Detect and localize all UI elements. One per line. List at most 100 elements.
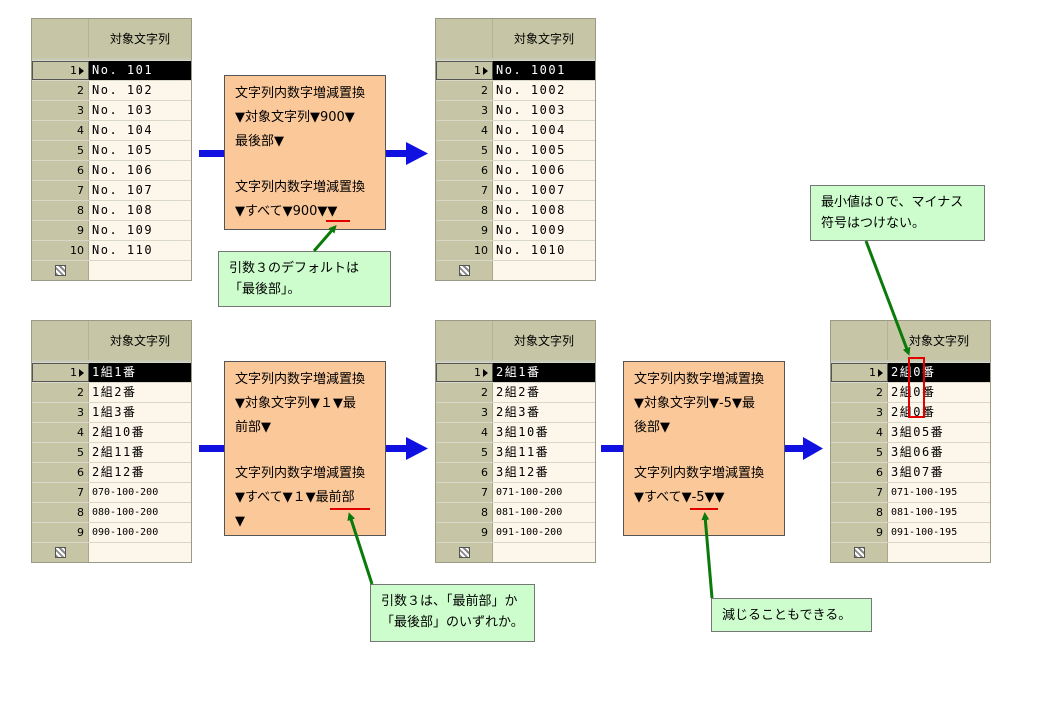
- new-record-cell[interactable]: [888, 543, 990, 562]
- cell-target-string[interactable]: No. 1010: [493, 241, 595, 260]
- new-record-row[interactable]: [831, 542, 990, 562]
- cell-target-string[interactable]: No. 107: [89, 181, 191, 200]
- cell-target-string[interactable]: 1組2番: [89, 383, 191, 402]
- cell-target-string[interactable]: 1組1番: [89, 363, 191, 382]
- cell-target-string[interactable]: No. 1007: [493, 181, 595, 200]
- cell-target-string[interactable]: No. 1008: [493, 201, 595, 220]
- cell-target-string[interactable]: 090-100-200: [89, 523, 191, 542]
- cell-target-string[interactable]: 2組0番: [888, 363, 990, 382]
- cell-target-string[interactable]: 071-100-195: [888, 483, 990, 502]
- cell-target-string[interactable]: 2組3番: [493, 403, 595, 422]
- cell-target-string[interactable]: 3組12番: [493, 463, 595, 482]
- new-record-cell[interactable]: [493, 261, 595, 280]
- cell-target-string[interactable]: 3組11番: [493, 443, 595, 462]
- cell-target-string[interactable]: No. 103: [89, 101, 191, 120]
- new-record-cell[interactable]: [89, 543, 191, 562]
- cell-target-string[interactable]: 080-100-200: [89, 503, 191, 522]
- cell-target-string[interactable]: 2組12番: [89, 463, 191, 482]
- cell-target-string[interactable]: 071-100-200: [493, 483, 595, 502]
- cell-target-string[interactable]: No. 1001: [493, 61, 595, 80]
- cell-target-string[interactable]: 2組1番: [493, 363, 595, 382]
- cell-target-string[interactable]: No. 106: [89, 161, 191, 180]
- cell-target-string[interactable]: No. 105: [89, 141, 191, 160]
- column-header[interactable]: 対象文字列: [89, 19, 191, 58]
- cell-target-string[interactable]: No. 1004: [493, 121, 595, 140]
- column-header[interactable]: 対象文字列: [89, 321, 191, 360]
- cell-target-string[interactable]: No. 102: [89, 81, 191, 100]
- cell-target-string[interactable]: 3組10番: [493, 423, 595, 442]
- cell-target-string[interactable]: 3組05番: [888, 423, 990, 442]
- cell-target-string[interactable]: 3組06番: [888, 443, 990, 462]
- cell-target-string[interactable]: No. 101: [89, 61, 191, 80]
- cell-target-string[interactable]: 2組0番: [888, 403, 990, 422]
- cell-target-string[interactable]: 091-100-200: [493, 523, 595, 542]
- cell-target-string[interactable]: 081-100-195: [888, 503, 990, 522]
- cell-target-string[interactable]: No. 108: [89, 201, 191, 220]
- new-record-row[interactable]: [436, 542, 595, 562]
- new-record-cell[interactable]: [493, 543, 595, 562]
- cell-target-string[interactable]: 1組3番: [89, 403, 191, 422]
- new-record-row[interactable]: [32, 542, 191, 562]
- column-header[interactable]: 対象文字列: [493, 321, 595, 360]
- cell-target-string[interactable]: 2組11番: [89, 443, 191, 462]
- new-record-row[interactable]: [32, 260, 191, 280]
- column-header[interactable]: 対象文字列: [888, 321, 990, 360]
- cell-target-string[interactable]: No. 109: [89, 221, 191, 240]
- cell-target-string[interactable]: 091-100-195: [888, 523, 990, 542]
- cell-target-string[interactable]: 2組0番: [888, 383, 990, 402]
- cell-target-string[interactable]: 3組07番: [888, 463, 990, 482]
- cell-target-string[interactable]: No. 1006: [493, 161, 595, 180]
- cell-target-string[interactable]: No. 1002: [493, 81, 595, 100]
- cell-target-string[interactable]: 070-100-200: [89, 483, 191, 502]
- column-header[interactable]: 対象文字列: [493, 19, 595, 58]
- cell-target-string[interactable]: No. 1009: [493, 221, 595, 240]
- new-record-row[interactable]: [436, 260, 595, 280]
- new-record-cell[interactable]: [89, 261, 191, 280]
- cell-target-string[interactable]: No. 104: [89, 121, 191, 140]
- cell-target-string[interactable]: No. 110: [89, 241, 191, 260]
- cell-target-string[interactable]: No. 1003: [493, 101, 595, 120]
- cell-target-string[interactable]: No. 1005: [493, 141, 595, 160]
- cell-target-string[interactable]: 081-100-200: [493, 503, 595, 522]
